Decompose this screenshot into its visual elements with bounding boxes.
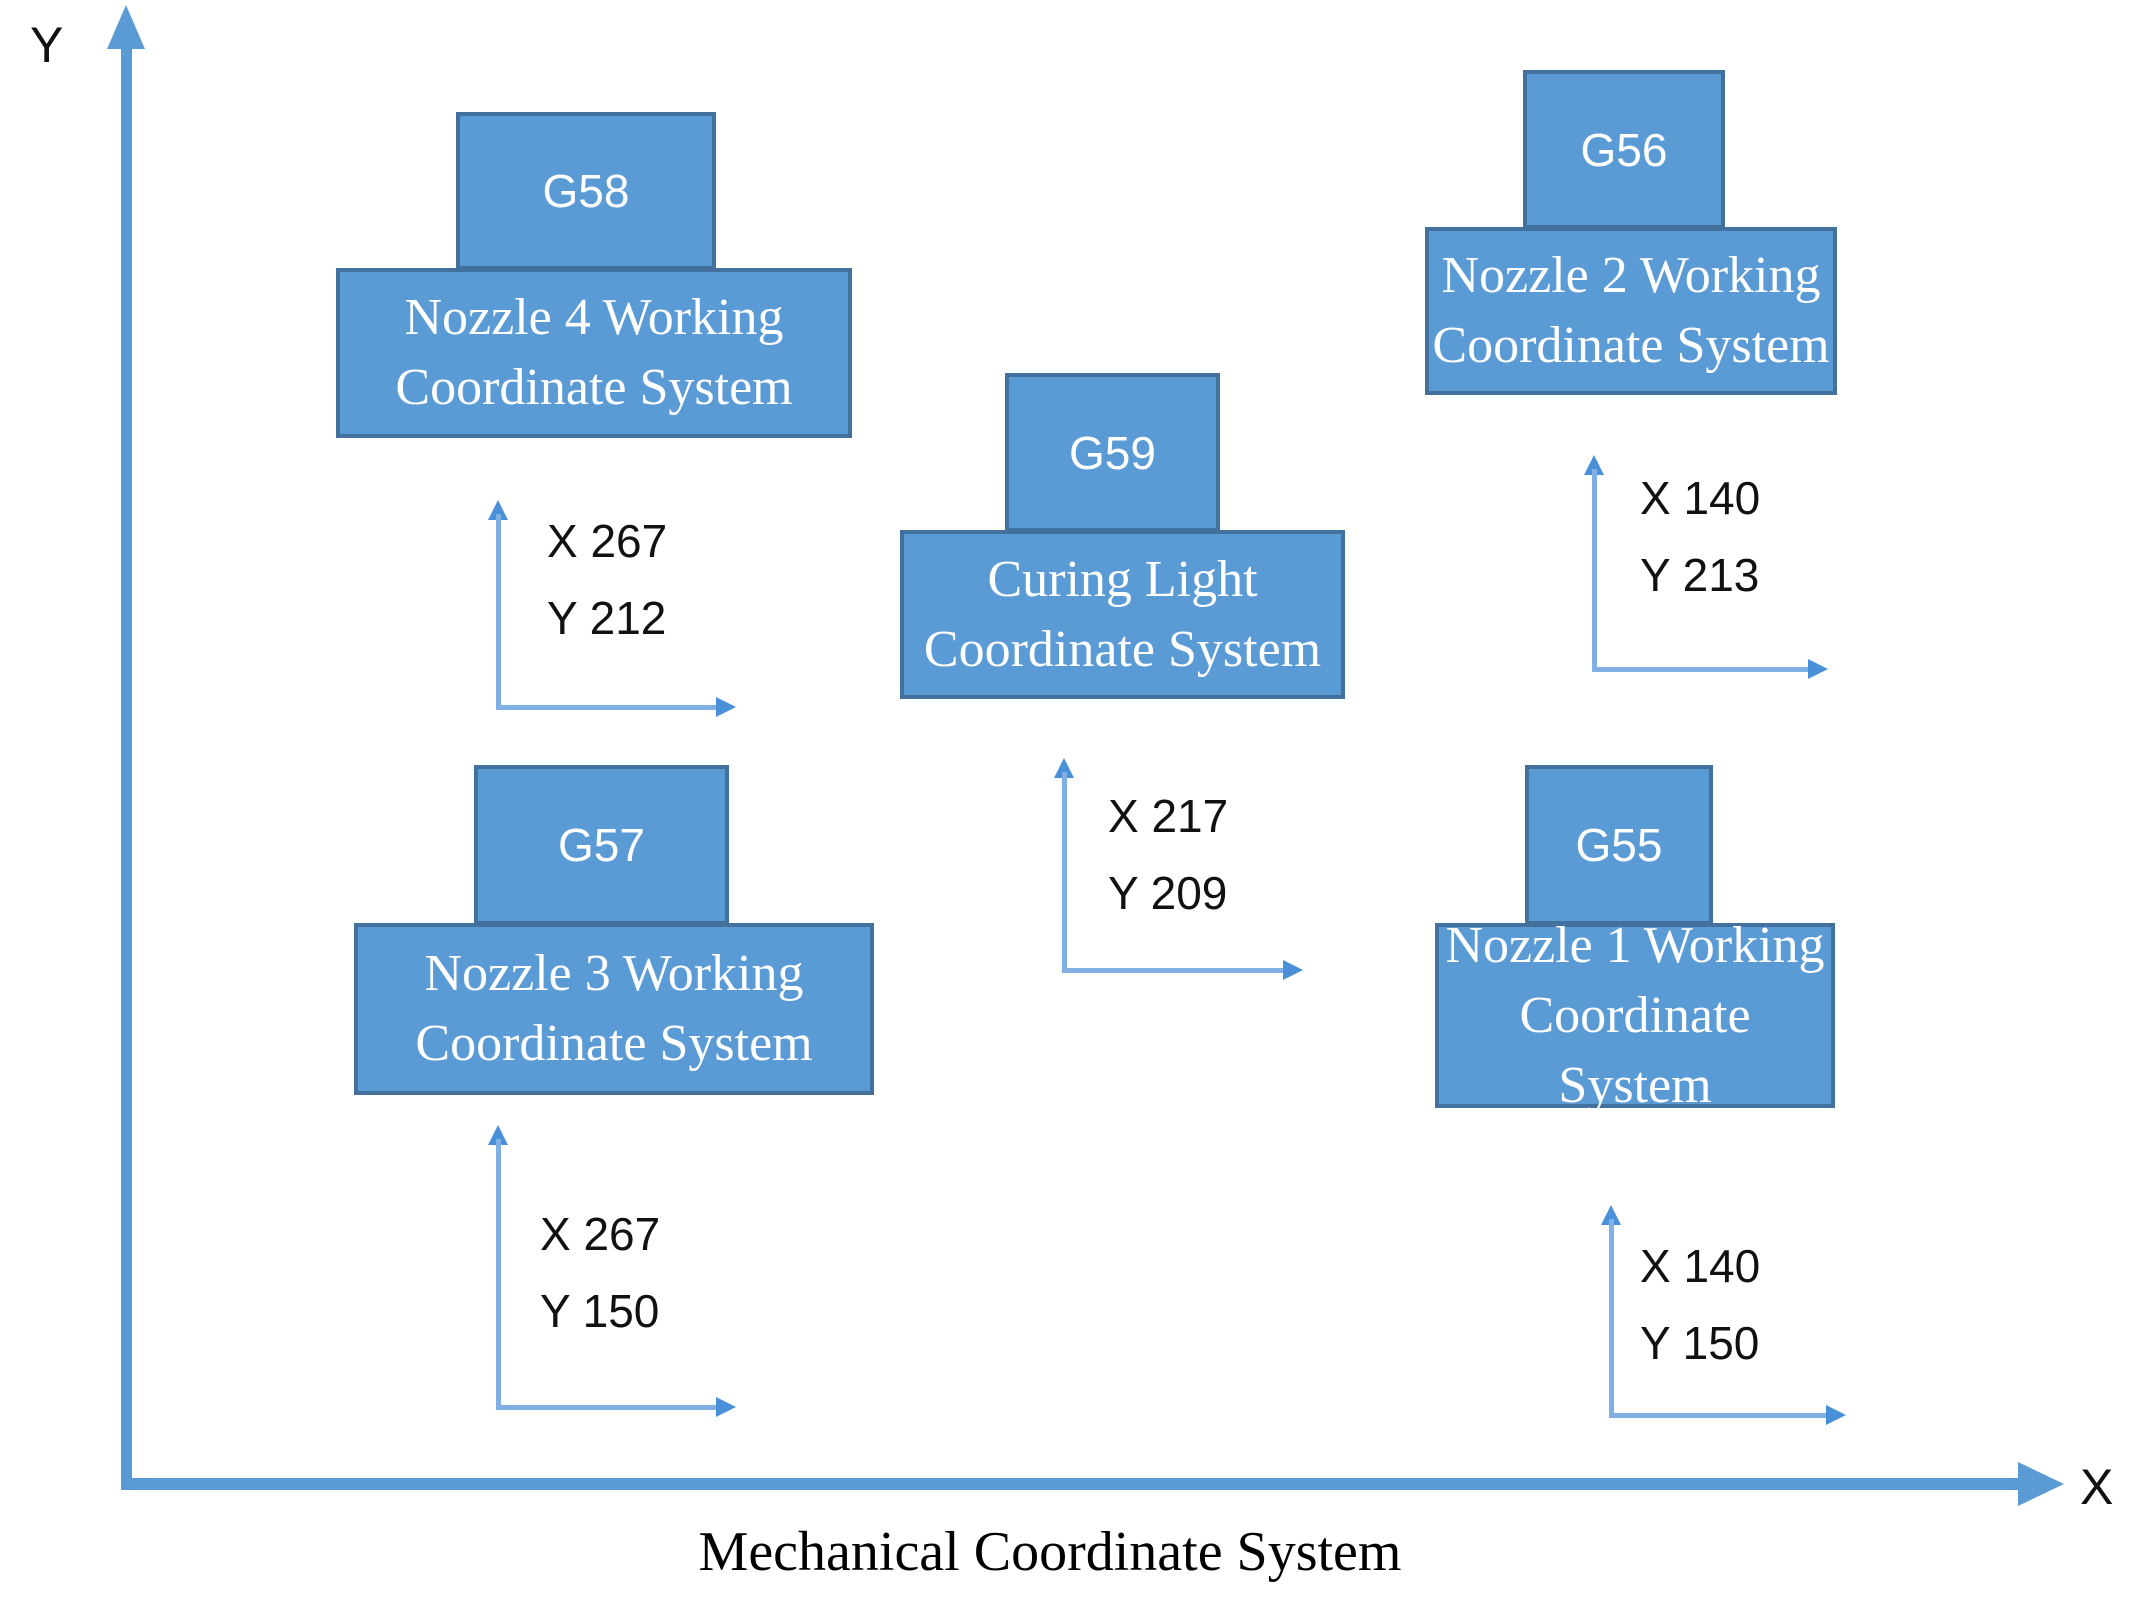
offset-y-value: Y 150: [540, 1285, 660, 1337]
gcode-label: G56: [1580, 123, 1668, 176]
x-axis-line: [121, 1478, 2020, 1490]
y-arrow-icon: [1601, 1205, 1621, 1225]
offset-values-curing-light: X 217 Y 209: [1108, 778, 1228, 932]
x-axis-label: X: [2080, 1459, 2114, 1515]
offset-x-value: X 267: [547, 515, 668, 567]
offset-y-value: Y 213: [1640, 549, 1760, 601]
name-line-2: Coordinate System: [923, 620, 1322, 678]
diagram-caption: Mechanical Coordinate System: [698, 1521, 1402, 1583]
y-axis-line: [121, 44, 132, 1490]
offset-y-value: Y 209: [1108, 867, 1228, 919]
name-line-1: Nozzle 4 Working: [404, 289, 784, 346]
origin-axis-icon-nozzle-1: [1601, 1205, 1846, 1425]
gcode-label: G57: [558, 819, 645, 871]
origin-axis-icon-nozzle-2: [1584, 455, 1828, 679]
x-arrow-icon: [1826, 1405, 1846, 1425]
name-box-nozzle-4: Nozzle 4 Working Coordinate System: [336, 268, 852, 438]
x-arrow-icon: [716, 1397, 736, 1417]
name-box-nozzle-3: Nozzle 3 Working Coordinate System: [354, 923, 874, 1095]
name-line-1: Curing Light: [987, 550, 1258, 608]
name-box-curing-light: Curing Light Coordinate System: [900, 530, 1345, 699]
name-line-2: Coordinate System: [1519, 986, 1751, 1114]
gcode-box-curing-light: G59: [1005, 373, 1220, 532]
y-arrow-icon: [1054, 758, 1074, 778]
gcode-box-nozzle-4: G58: [456, 112, 716, 270]
offset-values-nozzle-2: X 140 Y 213: [1640, 460, 1760, 614]
origin-axis-icon-curing-light: [1054, 758, 1303, 980]
name-line-2: Coordinate System: [415, 1015, 813, 1072]
origin-axis-icon-nozzle-3: [488, 1125, 736, 1417]
y-axis-label: Y: [30, 17, 64, 73]
gcode-box-nozzle-3: G57: [474, 765, 729, 925]
gcode-box-nozzle-2: G56: [1523, 70, 1725, 229]
offset-values-nozzle-3: X 267 Y 150: [540, 1196, 660, 1350]
offset-values-nozzle-1: X 140 Y 150: [1640, 1228, 1760, 1382]
offset-x-value: X 140: [1640, 472, 1761, 524]
origin-axis-icon-nozzle-4: [488, 500, 736, 717]
y-arrow-icon: [1584, 455, 1604, 475]
gcode-label: G59: [1069, 426, 1156, 479]
offset-y-value: Y 212: [547, 592, 667, 644]
name-line-2: Coordinate System: [1432, 317, 1830, 374]
offset-x-value: X 217: [1108, 790, 1229, 842]
name-line-1: Nozzle 1 Working: [1445, 916, 1825, 974]
gcode-box-nozzle-1: G55: [1525, 765, 1713, 925]
name-box-nozzle-1: Nozzle 1 Working Coordinate System: [1435, 917, 1835, 1114]
offset-y-value: Y 150: [1640, 1317, 1760, 1369]
name-line-1: Nozzle 3 Working: [424, 945, 804, 1002]
gcode-label: G58: [542, 165, 630, 217]
offset-x-value: X 140: [1640, 1240, 1761, 1292]
name-box-nozzle-2: Nozzle 2 Working Coordinate System: [1425, 227, 1837, 395]
offset-x-value: X 267: [540, 1208, 661, 1260]
offset-values-nozzle-4: X 267 Y 212: [547, 503, 667, 657]
x-arrow-icon: [716, 697, 736, 717]
x-arrow-icon: [1283, 960, 1303, 980]
y-arrow-icon: [488, 500, 508, 520]
x-axis-arrowhead-icon: [2018, 1462, 2064, 1506]
x-arrow-icon: [1808, 659, 1828, 679]
name-line-2: Coordinate System: [395, 359, 793, 416]
name-line-1: Nozzle 2 Working: [1441, 247, 1821, 304]
gcode-label: G55: [1575, 819, 1663, 871]
y-axis-arrowhead-icon: [107, 5, 145, 49]
y-arrow-icon: [488, 1125, 508, 1145]
